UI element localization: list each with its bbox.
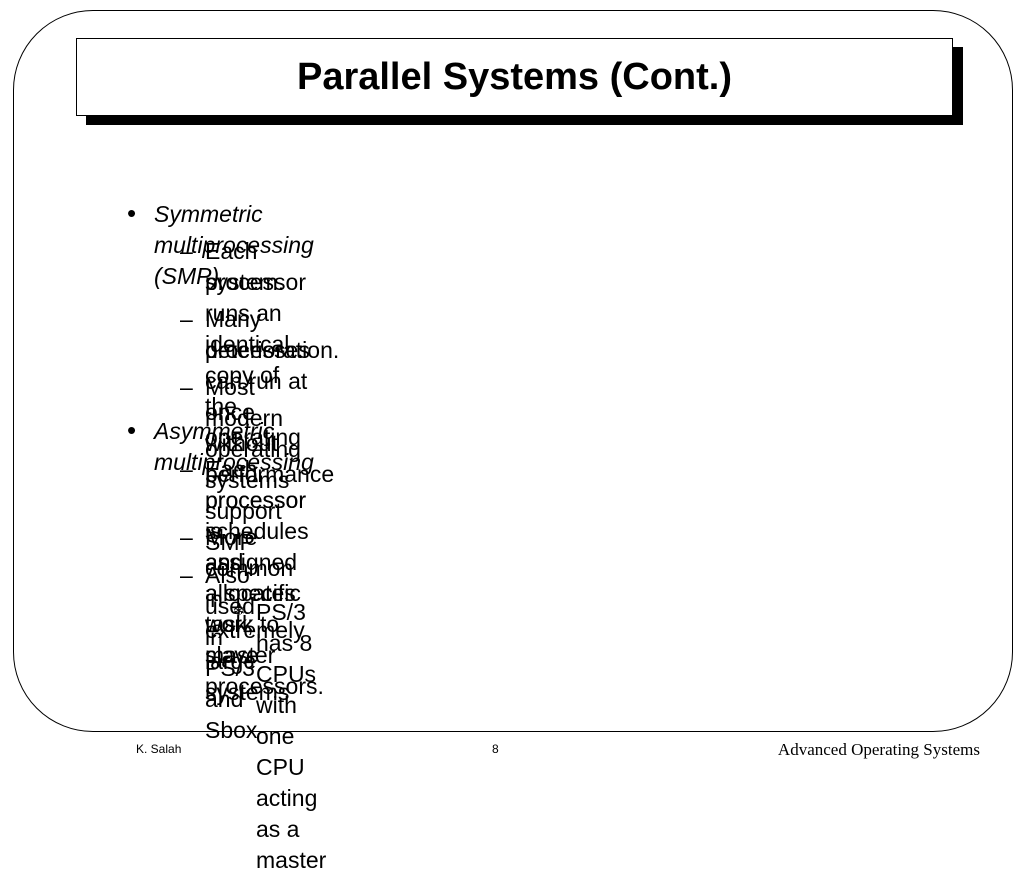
bullet-icon: • — [127, 198, 137, 228]
dash-mark: – — [180, 238, 193, 264]
footer-author: K. Salah — [136, 742, 182, 756]
snowflake-icon: ❄ — [232, 603, 246, 620]
list-item-line: Many processes can run at once without p… — [205, 306, 335, 487]
section-heading-asmp: Asymmetric multiprocessing — [154, 418, 314, 475]
footer-page-number: 8 — [492, 742, 499, 756]
list-item-line: Each processor is assigned a specific ta… — [205, 456, 306, 668]
list-item-line: system. — [205, 269, 285, 295]
list-item-line: deterioration. — [205, 337, 340, 363]
list-item-line: Most modern operating systems support SM… — [205, 374, 301, 555]
section-heading-smp: Symmetric multiprocessing (SMP) — [154, 201, 314, 289]
list-item-line: processor schedules and allocates work t… — [205, 487, 324, 699]
list-item-line: Also used in PS/3 and Sbox — [205, 562, 258, 743]
dash-mark: – — [180, 306, 193, 332]
sub-list-item: PS/3 has 8 CPUs with one CPU acting as a… — [256, 599, 327, 873]
list-item-line: More common in extremely large systems — [205, 524, 305, 705]
dash-mark: – — [180, 374, 193, 400]
dash-mark: – — [180, 562, 193, 588]
list-item-line: Each processor runs an identical copy of… — [205, 238, 306, 450]
dash-mark: – — [180, 456, 193, 482]
footer-course: Advanced Operating Systems — [777, 740, 980, 759]
bullet-icon: • — [127, 415, 137, 445]
slide-frame — [13, 10, 1013, 732]
title-box: Parallel Systems (Cont.) — [76, 38, 953, 116]
dash-mark: – — [180, 524, 193, 550]
slide-title: Parallel Systems (Cont.) — [296, 55, 733, 98]
